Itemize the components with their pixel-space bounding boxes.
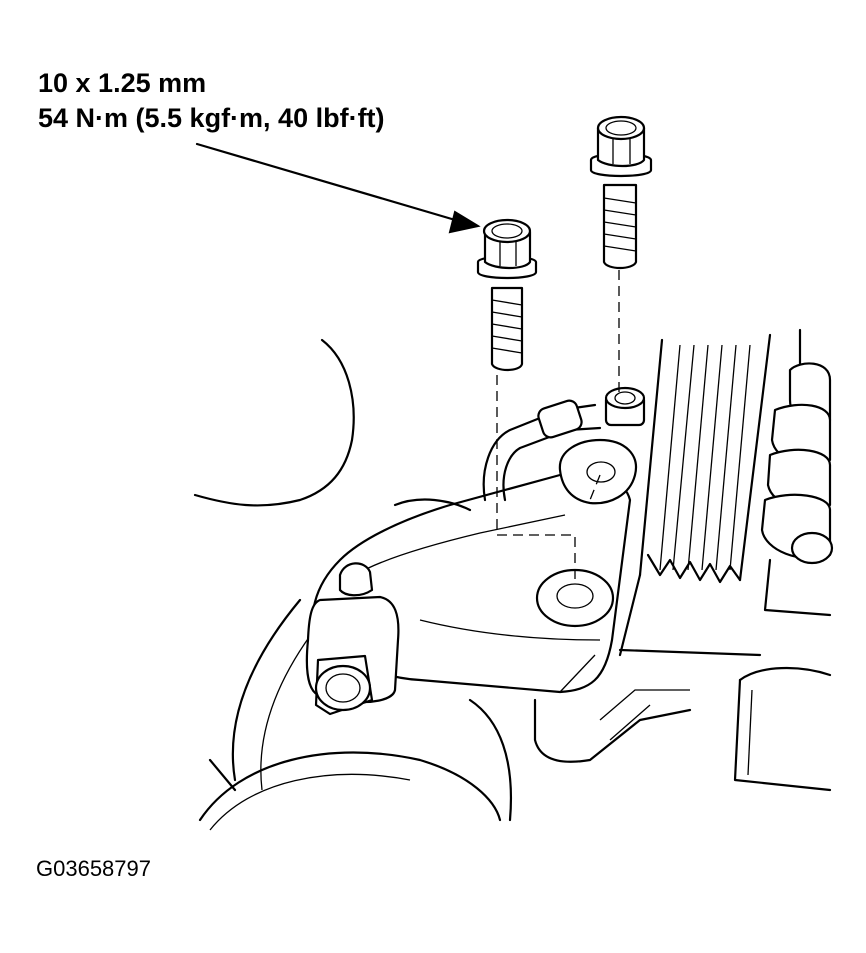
torque-value-label: 54 N·m (5.5 kgf·m, 40 lbf·ft)	[38, 103, 385, 133]
ground-terminal	[558, 386, 646, 505]
callout-leader-arrow	[195, 142, 481, 234]
figure-id: G03658797	[36, 856, 151, 881]
drive-belt-pulley	[618, 333, 772, 657]
flange-bolt-left	[476, 218, 538, 372]
alignment-guides	[496, 270, 620, 580]
torque-spec-callout: 10 x 1.25 mm 54 N·m (5.5 kgf·m, 40 lbf·f…	[38, 66, 385, 136]
mount-bracket	[305, 472, 632, 716]
flange-bolt-right	[589, 115, 653, 270]
engine-housing	[193, 338, 512, 831]
engine-block-lower	[533, 689, 692, 763]
hose	[393, 399, 602, 512]
compressor-body	[733, 328, 834, 792]
thread-size-label: 10 x 1.25 mm	[38, 68, 207, 98]
